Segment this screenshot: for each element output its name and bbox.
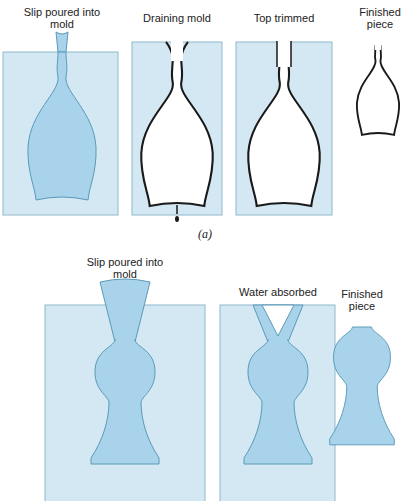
mold-draining <box>132 41 222 222</box>
finished-vase <box>357 44 399 135</box>
step-label: Draining mold <box>132 12 222 24</box>
step-label: Slip poured into mold <box>22 6 102 30</box>
step-label: Top trimmed <box>239 12 329 24</box>
step-label: Finished piece <box>345 6 415 30</box>
figure-part-label: (a) <box>185 228 225 240</box>
mold-solid-filled <box>45 279 205 501</box>
step-label: Water absorbed <box>223 286 333 298</box>
mold-water-absorbed <box>220 305 335 501</box>
finished-solid-piece <box>330 327 395 445</box>
step-label: Finished piece <box>327 288 397 312</box>
mold-trimmed <box>236 41 332 215</box>
step-label: Slip poured into mold <box>80 256 170 280</box>
mold-filled <box>3 32 118 215</box>
